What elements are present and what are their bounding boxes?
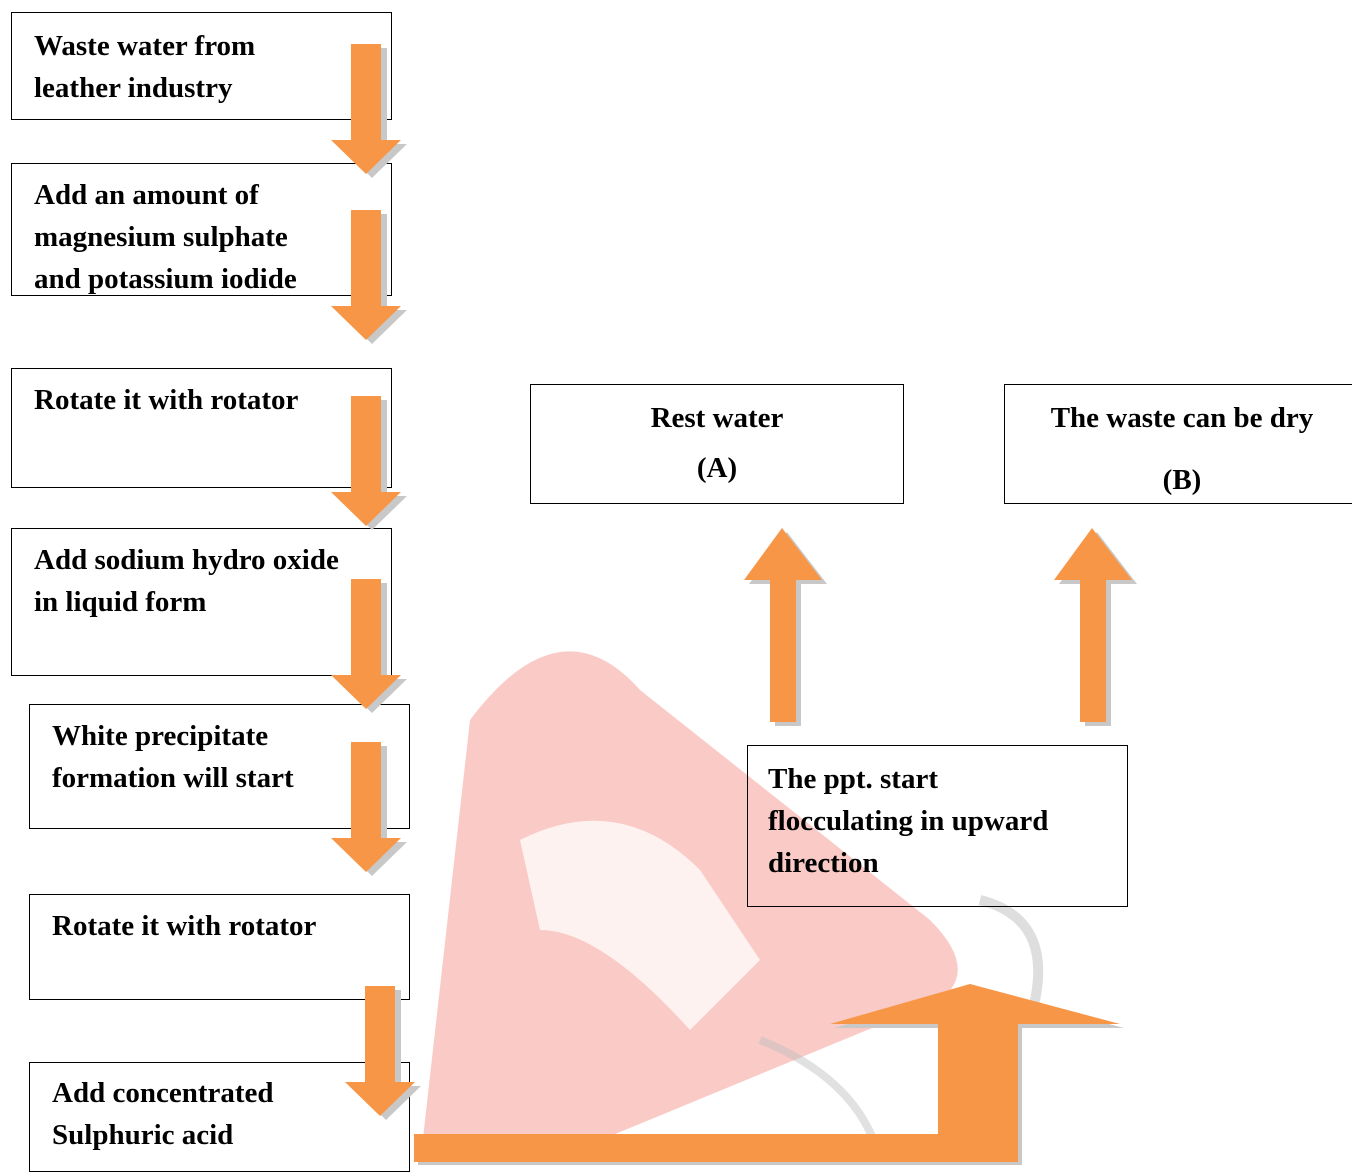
output-label-a: (A)	[696, 452, 738, 484]
output-box-b: The waste can be dry (B)	[1004, 384, 1352, 504]
down-arrow-6	[345, 986, 421, 1120]
up-arrow-b	[1054, 528, 1137, 726]
output-title-b: The waste can be dry	[1050, 402, 1314, 434]
output-title-a: Rest water	[650, 402, 784, 434]
down-arrow-1	[331, 44, 407, 178]
step-box-1: Waste water from leather industry	[11, 12, 392, 120]
output-box-a: Rest water (A)	[530, 384, 904, 504]
flocculation-box: The ppt. start flocculating in upward di…	[747, 745, 1128, 907]
step-box-4: Add sodium hydro oxide in liquid form	[11, 528, 392, 676]
bent-arrow	[414, 984, 1124, 1165]
step-box-6: Rotate it with rotator	[29, 894, 410, 1000]
down-arrow-3	[331, 396, 407, 530]
step-label-3: Rotate it with rotator	[34, 384, 299, 416]
output-label-b: (B)	[1162, 464, 1202, 496]
step-label-1: Waste water from leather industry	[34, 30, 256, 104]
step-label-6: Rotate it with rotator	[52, 910, 317, 942]
flocculation-label: The ppt. start flocculating in upward di…	[768, 763, 1049, 879]
step-box-7: Add concentrated Sulphuric acid	[29, 1062, 410, 1172]
step-label-7: Add concentrated Sulphuric acid	[52, 1077, 274, 1151]
step-box-3: Rotate it with rotator	[11, 368, 392, 488]
up-arrow-a	[744, 528, 827, 726]
step-box-2: Add an amount of magnesium sulphate and …	[11, 163, 392, 296]
down-arrow-4	[331, 579, 407, 713]
step-label-5: White precipitate formation will start	[52, 720, 294, 794]
down-arrow-2	[331, 210, 407, 344]
step-label-2: Add an amount of magnesium sulphate and …	[34, 179, 297, 295]
down-arrow-5	[331, 742, 407, 876]
step-box-5: White precipitate formation will start	[29, 704, 410, 829]
step-label-4: Add sodium hydro oxide in liquid form	[34, 544, 339, 618]
